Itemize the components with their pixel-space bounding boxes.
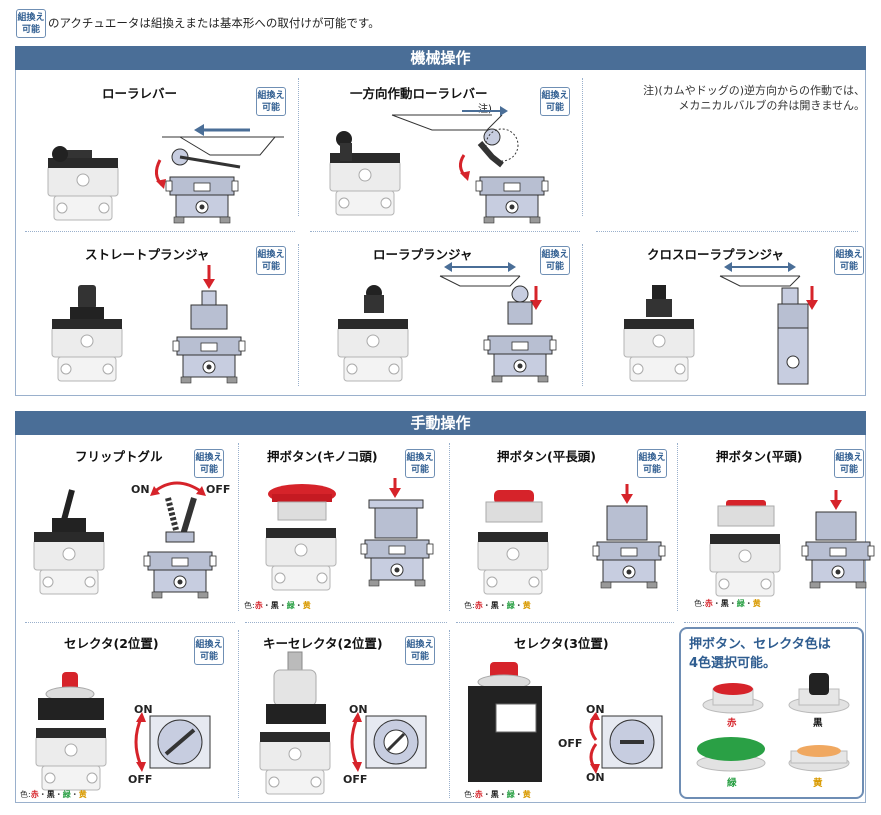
manual-title-flip-toggle: フリップトグル xyxy=(75,449,163,464)
green-label: 緑 xyxy=(727,778,737,789)
cross-roller-plunger-diagram xyxy=(719,262,818,385)
extended-button-diagram xyxy=(592,484,666,589)
selector-3pos-on2-label: ON xyxy=(586,771,605,784)
yellow-button-sample xyxy=(788,745,850,772)
cross-roller-plunger-photo xyxy=(623,285,695,382)
selector-3pos-diagram xyxy=(589,712,663,774)
key-selector-on-label: ON xyxy=(349,703,368,716)
section-mechanical-header: 機械操作 xyxy=(15,46,866,70)
manual-frame xyxy=(15,435,866,803)
selector-2pos-off-label: OFF xyxy=(128,773,153,786)
green-button-sample xyxy=(696,737,766,772)
selector-3pos-off-label: OFF xyxy=(558,737,583,750)
roller-plunger-photo xyxy=(337,285,409,382)
flush-button-diagram xyxy=(801,490,875,589)
rearrangeable-badge: 組換え可能 xyxy=(194,636,224,665)
rearrangeable-badge: 組換え可能 xyxy=(540,246,570,275)
straight-plunger-photo xyxy=(51,285,123,382)
oneway-roller-lever-photo xyxy=(329,131,401,216)
mushroom-button-photo xyxy=(265,484,337,591)
manual-title-extended-button: 押ボタン(平長頭) xyxy=(497,449,596,464)
mech-title-roller-plunger: ローラプランジャ xyxy=(373,247,473,262)
oneway-note-marker: 注) xyxy=(478,104,492,115)
mech-title-straight-plunger: ストレートプランジャ xyxy=(85,247,210,262)
selector-2pos-photo xyxy=(35,672,107,791)
flush-button-photo xyxy=(709,500,781,597)
selector-2pos-colors: 色:赤・黒・緑・黄 xyxy=(20,790,87,799)
flip-toggle-on-label: ON xyxy=(131,483,150,496)
manual-title-mushroom-button: 押ボタン(キノコ頭) xyxy=(267,449,378,464)
color-options-box: 押ボタン、セレクタ色は 4色選択可能。 赤 黒 緑 黄 xyxy=(679,627,864,799)
key-selector-photo xyxy=(259,651,331,795)
mech-title-roller-lever: ローラレバー xyxy=(102,86,178,101)
mushroom-colors: 色:赤・黒・緑・黄 xyxy=(244,601,311,610)
extended-button-photo xyxy=(477,490,549,595)
selector-3pos-photo xyxy=(468,662,542,782)
extended-colors: 色:赤・黒・緑・黄 xyxy=(464,601,531,610)
manual-title-selector-3pos: セレクタ(3位置) xyxy=(514,636,609,651)
selector-3pos-on1-label: ON xyxy=(586,703,605,716)
roller-plunger-diagram xyxy=(439,262,557,383)
rearrangeable-badge: 組換え可能 xyxy=(540,87,570,116)
flip-toggle-off-label: OFF xyxy=(206,483,231,496)
roller-lever-photo xyxy=(47,146,119,221)
rearrangeable-badge: 組換え可能 xyxy=(405,636,435,665)
selector-2pos-on-label: ON xyxy=(134,703,153,716)
oneway-roller-lever-diagram xyxy=(391,106,549,224)
mech-reverse-note: 注)(カムやドッグの)逆方向からの作動では、 メカニカルバルブの弁は開きません。 xyxy=(643,84,865,112)
mech-title-cross-roller-plunger: クロスローラプランジャ xyxy=(647,247,784,262)
flip-toggle-diagram xyxy=(143,481,217,599)
straight-plunger-diagram xyxy=(172,265,246,384)
selector-3pos-colors: 色:赤・黒・緑・黄 xyxy=(464,790,531,799)
flip-toggle-photo xyxy=(33,489,105,595)
rearrangeable-badge: 組換え可能 xyxy=(834,449,864,478)
red-label: 赤 xyxy=(727,718,737,729)
roller-lever-diagram xyxy=(155,124,284,224)
header-note: のアクチュエータは組換えまたは基本形への取付けが可能です。 xyxy=(48,16,380,30)
rearrangeable-badge: 組換え 可能 xyxy=(16,9,46,38)
rearrangeable-badge: 組換え可能 xyxy=(834,246,864,275)
black-label: 黒 xyxy=(813,718,823,729)
yellow-label: 黄 xyxy=(813,778,823,789)
red-button-sample xyxy=(702,683,764,714)
key-selector-off-label: OFF xyxy=(343,773,368,786)
key-selector-diagram xyxy=(350,712,427,772)
rearrangeable-badge: 組換え可能 xyxy=(256,87,286,116)
color-options-title: 押ボタン、セレクタ色は 4色選択可能。 xyxy=(689,637,831,671)
black-selector-sample xyxy=(788,673,850,714)
rearrangeable-badge: 組換え可能 xyxy=(637,449,667,478)
rearrangeable-badge: 組換え可能 xyxy=(194,449,224,478)
rearrangeable-badge: 組換え可能 xyxy=(405,449,435,478)
rearrangeable-badge: 組換え可能 xyxy=(256,246,286,275)
mechanical-frame xyxy=(15,70,866,396)
manual-title-flush-button: 押ボタン(平頭) xyxy=(716,449,803,464)
mech-title-oneway-roller-lever: 一方向作動ローラレバー xyxy=(350,86,488,101)
mushroom-button-diagram xyxy=(360,478,434,587)
manual-title-selector-2pos: セレクタ(2位置) xyxy=(64,636,159,651)
flush-colors: 色:赤・黒・緑・黄 xyxy=(694,599,761,608)
selector-2pos-diagram xyxy=(134,712,211,772)
manual-title-key-selector: キーセレクタ(2位置) xyxy=(263,636,383,651)
section-manual-header: 手動操作 xyxy=(15,411,866,435)
